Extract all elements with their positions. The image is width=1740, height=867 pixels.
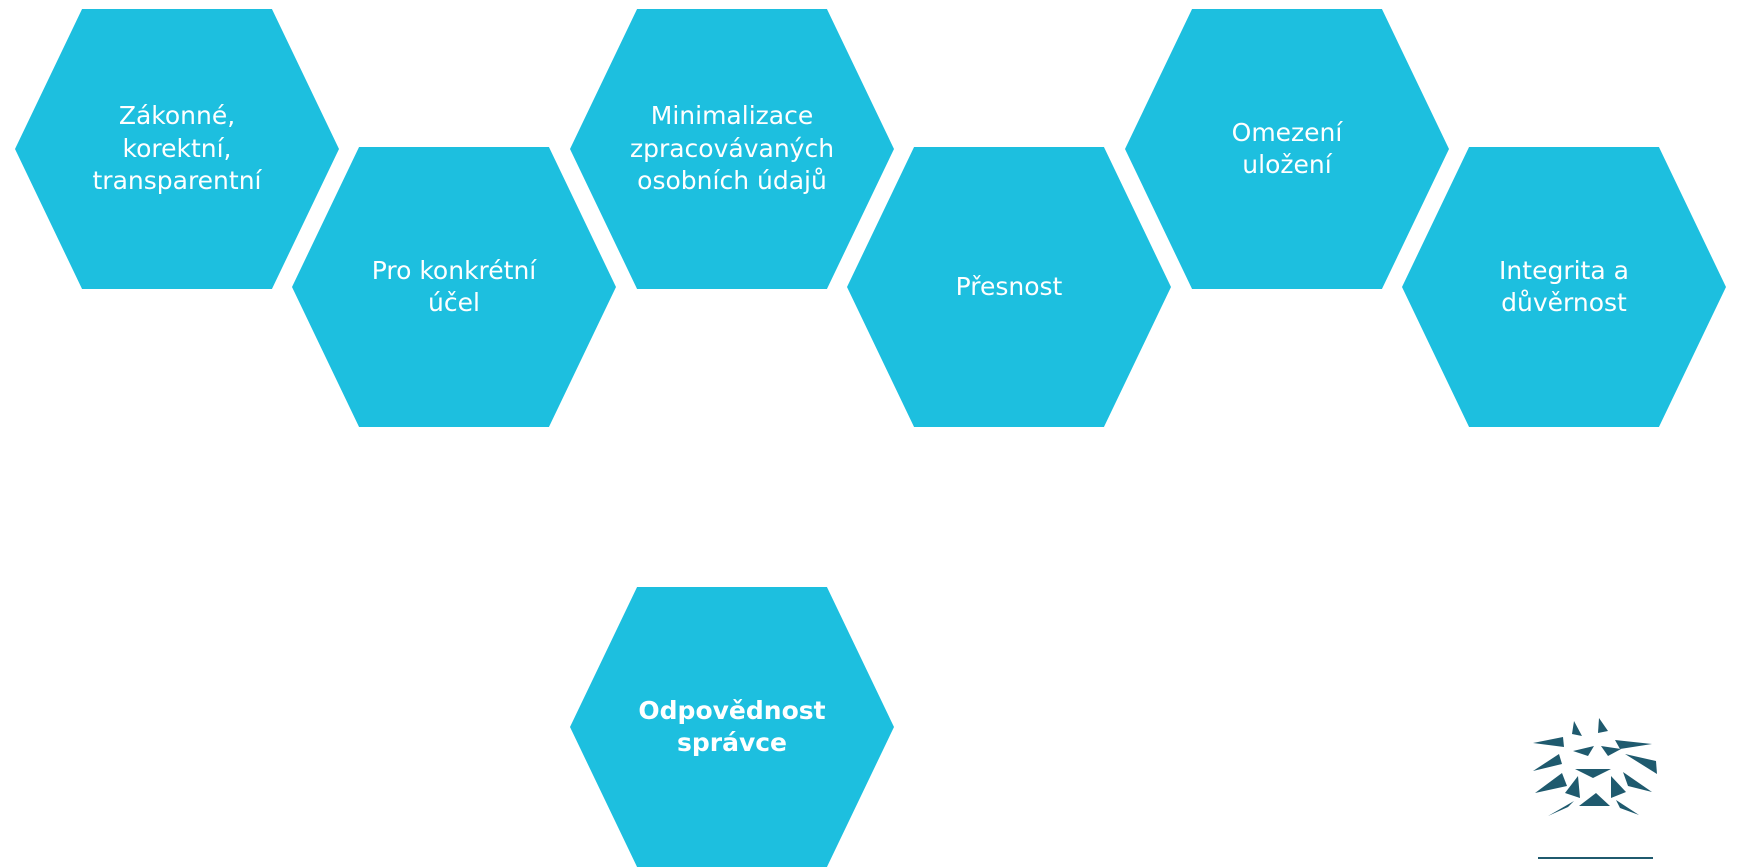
radial-triangles-logo-icon xyxy=(1533,718,1657,859)
hexagon-label: Integrita a důvěrnost xyxy=(1499,255,1629,318)
hexagon-accuracy: Přesnost xyxy=(847,147,1171,427)
hexagon-purpose-limitation: Pro konkrétní účel xyxy=(292,147,616,427)
hexagon-label: Přesnost xyxy=(955,271,1063,301)
hexagon-label: Zákonné, korektní, transparentní xyxy=(92,101,262,196)
hexagon-storage-limitation: Omezení uložení xyxy=(1125,9,1449,289)
hexagon-label: Odpovědnost správce xyxy=(638,695,826,758)
hexagon-label: Minimalizace zpracovávaných osobních úda… xyxy=(629,101,835,196)
hexagon-lawfulness: Zákonné, korektní, transparentní xyxy=(15,9,339,289)
hexagon-integrity-confidentiality: Integrita a důvěrnost xyxy=(1402,147,1726,427)
hexagon-accountability: Odpovědnost správce xyxy=(570,587,894,867)
hexagon-data-minimisation: Minimalizace zpracovávaných osobních úda… xyxy=(570,9,894,289)
hexagon-label: Omezení uložení xyxy=(1231,117,1343,180)
hexagon-label: Pro konkrétní účel xyxy=(371,255,537,318)
